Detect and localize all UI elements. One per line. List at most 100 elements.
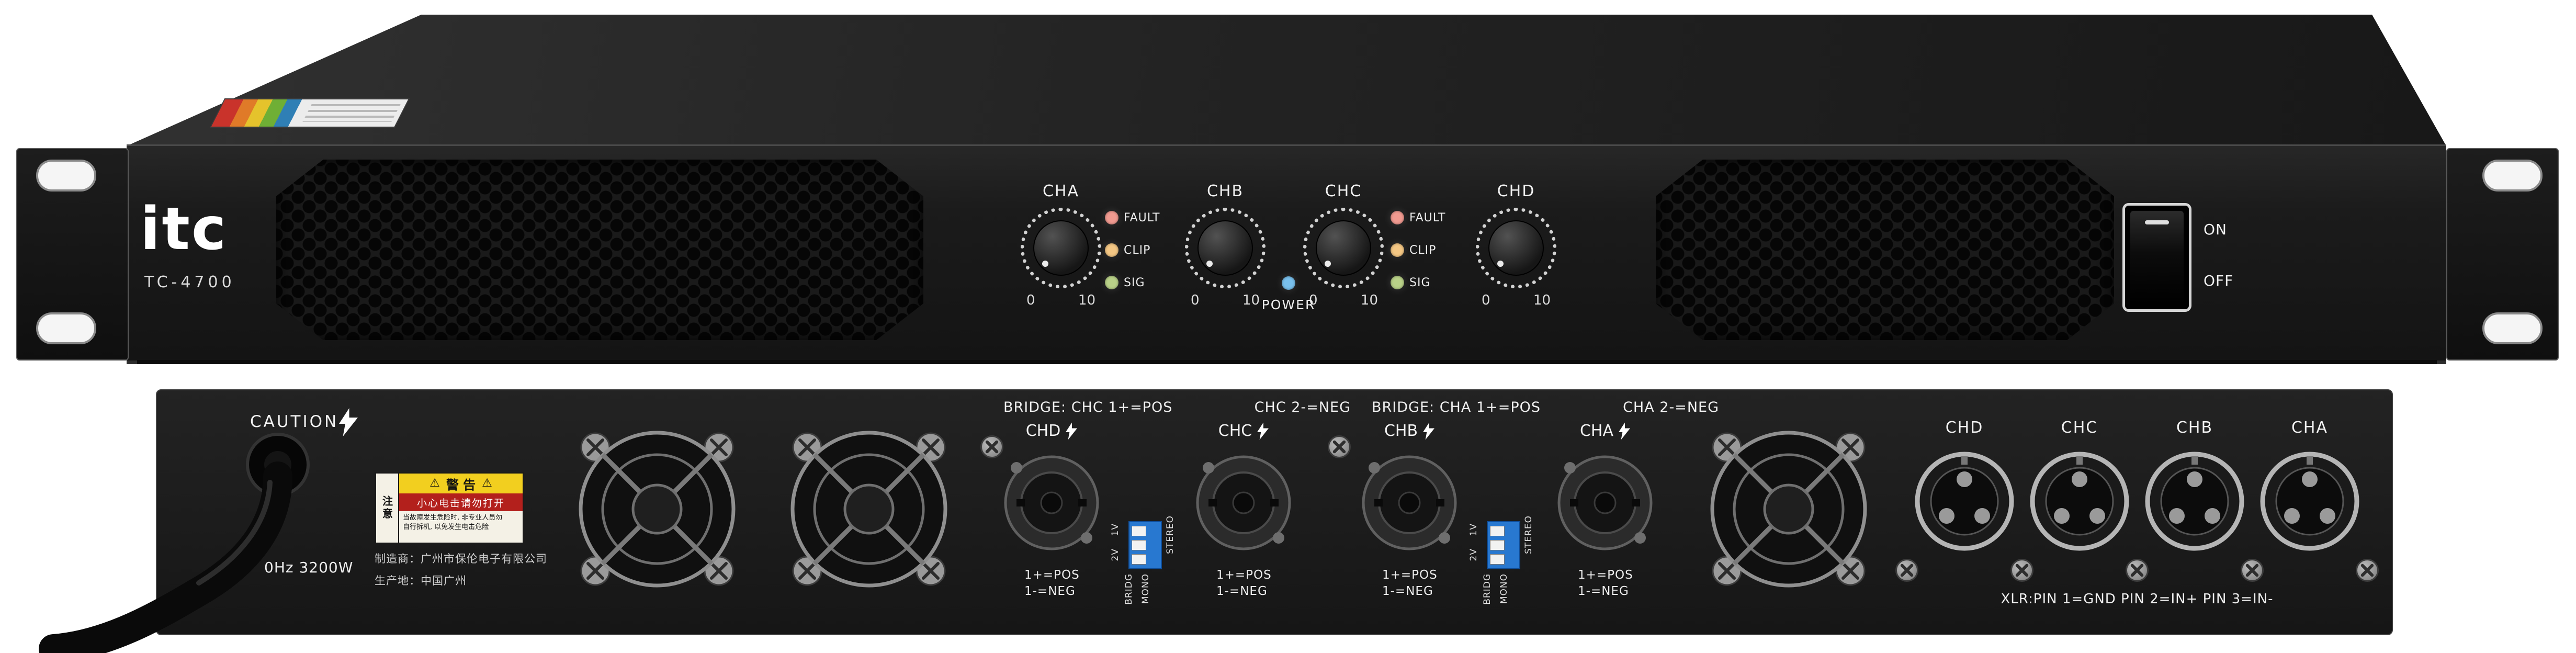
led-group-a: FAULT CLIP SIG [1105, 211, 1160, 308]
knob-min-label: 0 [1191, 292, 1200, 308]
sticker-text-lines [302, 104, 401, 122]
knob-cap [1488, 220, 1544, 276]
warning-sticker: 注意 ⚠ 警 告 ⚠ 小心电击请勿打开 当故障发生危险时, 非专业人员勿 自行拆… [375, 472, 524, 544]
knob-min-label: 0 [1026, 292, 1035, 308]
dip-toggle[interactable] [1490, 554, 1505, 565]
polarity-label: 1+=POS 1-=NEG [1578, 567, 1633, 600]
signal-led [1105, 276, 1118, 289]
switch-off-label: OFF [2204, 272, 2234, 289]
neg-label: 1-=NEG [1024, 584, 1076, 598]
channel-label: CHB [1206, 182, 1244, 200]
gain-knob-cha[interactable] [1021, 208, 1101, 288]
neg-label: 1-=NEG [1382, 584, 1433, 598]
dip-toggle[interactable] [1490, 526, 1505, 537]
lightning-bolt-icon [1066, 422, 1078, 440]
signal-label: SIG [1124, 276, 1145, 289]
rocker [2130, 211, 2184, 304]
speaker-channel-chd: CHD [1007, 422, 1096, 440]
neg-label: 1-=NEG [1216, 584, 1268, 598]
speakon-connector-chd [1004, 455, 1099, 550]
dip-label-1v: 1V [1468, 523, 1479, 536]
cooling-fan [1710, 431, 1867, 588]
warning-note-line2: 自行拆机, 以免发生电击危险 [403, 523, 489, 531]
screw [2126, 559, 2149, 582]
dip-toggle[interactable] [1132, 539, 1146, 550]
warning-title: 警 告 [446, 477, 476, 492]
power-rating: 0Hz 3200W [264, 559, 354, 576]
led-group-c: FAULT CLIP SIG [1391, 211, 1445, 308]
warning-note-label: 注意 [376, 474, 399, 543]
caution-label: CAUTION [250, 412, 339, 431]
power-switch[interactable] [2122, 203, 2191, 312]
polarity-label: 1+=POS 1-=NEG [1216, 567, 1272, 600]
warning-header: ⚠ 警 告 ⚠ [399, 474, 523, 493]
dip-label-stereo: STEREO [1165, 515, 1176, 554]
channel-strip-chb: CHB 0 10 [1183, 182, 1267, 308]
speaker-channel-label: CHC [1218, 422, 1252, 440]
rocker-mark [2145, 220, 2169, 224]
polarity-label: 1+=POS 1-=NEG [1382, 567, 1438, 600]
knob-scale: 0 10 [1302, 292, 1385, 308]
dip-label-stereo: STEREO [1523, 515, 1534, 554]
front-panel-bottom-edge [137, 360, 2437, 364]
speaker-channel-chb: CHB [1365, 422, 1454, 440]
switch-on-label: ON [2204, 221, 2227, 238]
xlr-pin-info: XLR:PIN 1=GND PIN 2=IN+ PIN 3=IN- [2001, 591, 2274, 607]
honeycomb-grille-left [276, 160, 923, 340]
mode-dip-switch[interactable] [1487, 521, 1520, 569]
lightning-bolt-icon [339, 408, 358, 436]
speaker-channel-label: CHD [1025, 422, 1061, 440]
bridge-info-group1: BRIDGE: CHC 1+=POS CHC 2-=NEG [1003, 399, 1351, 415]
signal-led [1391, 276, 1404, 289]
speakon-connector-chb [1362, 455, 1457, 550]
mode-dip-switch[interactable] [1128, 521, 1162, 569]
neg-label: 1-=NEG [1578, 584, 1629, 598]
brand-logo: itc [140, 195, 228, 263]
bridge-label-right: CHA 2-=NEG [1623, 399, 1719, 415]
bridge-label-left: BRIDGE: CHA 1+=POS [1372, 399, 1541, 415]
xlr-connector-chd [1915, 452, 2014, 551]
dip-label-mono: MONO [1499, 573, 1509, 604]
rack-mount-hole [2482, 312, 2543, 344]
knob-scale: 0 10 [1019, 292, 1103, 308]
dip-toggle[interactable] [1490, 539, 1505, 550]
channel-strip-chd: CHD 0 10 [1474, 182, 1558, 308]
dip-label-bridg: BRIDG [1124, 573, 1134, 605]
knob-scale: 0 10 [1474, 292, 1558, 308]
warning-notes: 当故障发生危险时, 非专业人员勿 自行拆机, 以免发生电击危险 [399, 511, 523, 543]
dip-toggle[interactable] [1132, 526, 1146, 537]
knob-cap [1316, 220, 1371, 276]
channel-strip-cha: CHA 0 10 [1019, 182, 1103, 308]
knob-min-label: 0 [1309, 292, 1318, 308]
dip-label-mono: MONO [1140, 573, 1151, 604]
knob-max-label: 10 [1360, 292, 1378, 308]
channel-label: CHD [1497, 182, 1535, 200]
gain-knob-chd[interactable] [1476, 208, 1556, 288]
gain-knob-chb[interactable] [1185, 208, 1266, 288]
speaker-channel-label: CHA [1579, 422, 1614, 440]
warning-note-line1: 当故障发生危险时, 非专业人员勿 [403, 514, 503, 522]
model-number: TC-4700 [144, 273, 235, 291]
fault-label: FAULT [1409, 211, 1446, 224]
signal-label: SIG [1409, 276, 1431, 289]
pos-label: 1+=POS [1024, 568, 1080, 582]
gain-knob-chc[interactable] [1303, 208, 1384, 288]
speaker-channel-cha: CHA [1561, 422, 1649, 440]
knob-max-label: 10 [1242, 292, 1260, 308]
xlr-connector-cha [2260, 452, 2359, 551]
clip-label: CLIP [1124, 243, 1151, 257]
manufacturer-line2: 生产地：中国广州 [375, 575, 467, 587]
xlr-connector-chc [2030, 452, 2129, 551]
dip-label-2v: 2V [1110, 548, 1121, 561]
speakon-connector-cha [1557, 455, 1653, 550]
xlr-channel-label: CHB [2176, 419, 2213, 437]
pos-label: 1+=POS [1216, 568, 1272, 582]
cooling-fan [579, 431, 736, 588]
clip-led [1391, 243, 1404, 257]
knob-cap [1033, 220, 1089, 276]
dip-toggle[interactable] [1132, 554, 1146, 565]
knob-max-label: 10 [1533, 292, 1551, 308]
dip-label-1v: 1V [1110, 523, 1121, 536]
dip-label-bridg: BRIDG [1482, 573, 1493, 605]
polarity-label: 1+=POS 1-=NEG [1024, 567, 1080, 600]
